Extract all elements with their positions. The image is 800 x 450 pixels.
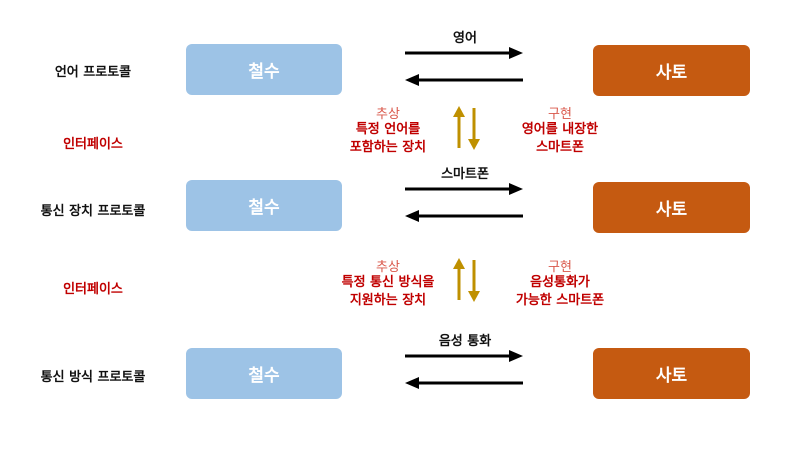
interface-1-abstract-line-1: 특정 언어를 bbox=[355, 122, 421, 137]
row-1-left-arrow-icon bbox=[405, 74, 523, 86]
row-2-left-box: 철수 bbox=[186, 180, 342, 231]
row-1-left-box: 철수 bbox=[186, 44, 342, 95]
row-3-left-arrow-icon bbox=[405, 377, 523, 389]
interface-2-impl-title: 구현 bbox=[548, 260, 572, 275]
interface-1-updown-arrows-icon bbox=[453, 106, 480, 150]
interface-2-impl-line-2: 가능한 스마트폰 bbox=[515, 293, 605, 308]
interface-1-impl-line-2: 스마트폰 bbox=[536, 140, 584, 155]
interface-2-abstract-line-2: 지원하는 장치 bbox=[349, 293, 427, 308]
row-2-right-arrow-icon bbox=[405, 183, 523, 195]
interface-2-label: 인터페이스 bbox=[63, 282, 123, 297]
row-3-right-box: 사토 bbox=[593, 348, 750, 399]
interface-1-label: 인터페이스 bbox=[63, 137, 123, 152]
interface-2-abstract-line-1: 특정 통신 방식을 bbox=[341, 275, 435, 290]
row-1-right-arrow-icon bbox=[405, 47, 523, 59]
interface-1-abstract-title: 추상 bbox=[376, 107, 400, 122]
row-3-right-arrow-icon bbox=[405, 350, 523, 362]
row-3-left-box: 철수 bbox=[186, 348, 342, 399]
interface-2-updown-arrows-icon bbox=[453, 258, 480, 302]
interface-2-impl-line-1: 음성통화가 bbox=[530, 275, 590, 290]
interface-1-impl-title: 구현 bbox=[548, 107, 572, 122]
row-3-label: 통신 방식 프로토콜 bbox=[40, 370, 146, 385]
row-1-message: 영어 bbox=[453, 31, 477, 46]
row-2-label: 통신 장치 프로토콜 bbox=[40, 204, 146, 219]
interface-1-abstract-line-2: 포함하는 장치 bbox=[349, 140, 427, 155]
interface-1-impl-line-1: 영어를 내장한 bbox=[521, 122, 599, 137]
row-2-right-box: 사토 bbox=[593, 182, 750, 233]
row-1-right-box: 사토 bbox=[593, 45, 750, 96]
row-2-left-arrow-icon bbox=[405, 210, 523, 222]
interface-2-abstract-title: 추상 bbox=[376, 260, 400, 275]
row-3-message: 음성 통화 bbox=[438, 334, 492, 349]
row-2-message: 스마트폰 bbox=[441, 167, 489, 182]
row-1-label: 언어 프로토콜 bbox=[54, 65, 132, 80]
